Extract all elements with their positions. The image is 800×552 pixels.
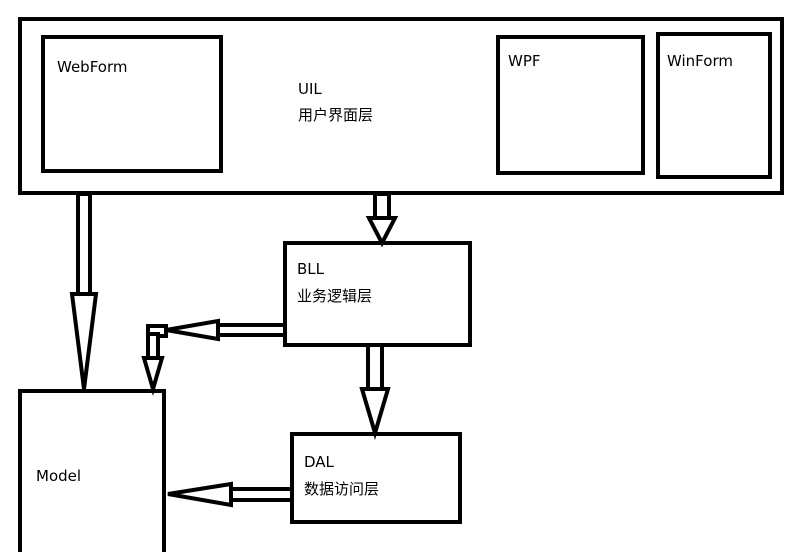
dal-subtitle: 数据访问层 <box>304 480 379 498</box>
uil-name: UIL <box>298 80 322 98</box>
webform-box <box>41 35 223 173</box>
arrow-dal-to-model-head <box>167 481 233 508</box>
arrow-uil-to-model-head <box>69 292 99 390</box>
model-box <box>18 389 166 552</box>
uil-layer: UIL 用户界面层 WebForm WPF WinForm <box>18 17 784 195</box>
arrow-bll-to-dal <box>359 343 391 441</box>
uil-subtitle: 用户界面层 <box>298 106 373 124</box>
wpf-box <box>496 35 645 175</box>
arrow-uil-to-bll-shaft <box>373 192 391 220</box>
model-layer: Model <box>18 389 166 552</box>
arrow-uil-to-model <box>69 192 99 390</box>
bll-subtitle: 业务逻辑层 <box>297 287 372 305</box>
arrow-dal-to-model <box>167 481 294 508</box>
winform-client: WinForm <box>656 32 772 179</box>
arrow-bll-to-model <box>141 318 287 397</box>
dal-box <box>290 432 462 524</box>
model-name: Model <box>36 467 81 485</box>
arrow-bll-to-model-head-h <box>165 318 220 342</box>
wpf-label: WPF <box>508 52 541 70</box>
arrow-bll-to-model-head-v <box>141 356 165 397</box>
arrow-bll-to-dal-head <box>359 387 391 441</box>
arrow-uil-to-model-shaft <box>76 192 92 296</box>
winform-label: WinForm <box>667 52 733 70</box>
wpf-client: WPF <box>496 35 645 175</box>
bll-layer: BLL 业务逻辑层 <box>283 241 472 347</box>
bll-name: BLL <box>297 260 325 278</box>
arrow-bll-to-model-shaft-h <box>216 323 287 337</box>
arrow-uil-to-bll-head <box>365 216 399 248</box>
arrow-bll-to-model-shaft-v <box>146 332 160 360</box>
webform-label: WebForm <box>57 58 128 76</box>
arrow-bll-to-dal-shaft <box>366 343 384 391</box>
arrow-dal-to-model-shaft <box>229 487 294 502</box>
winform-box <box>656 32 772 179</box>
arrow-uil-to-bll <box>365 192 399 248</box>
webform-client: WebForm <box>41 35 223 173</box>
dal-layer: DAL 数据访问层 <box>290 432 462 524</box>
dal-name: DAL <box>304 453 335 471</box>
